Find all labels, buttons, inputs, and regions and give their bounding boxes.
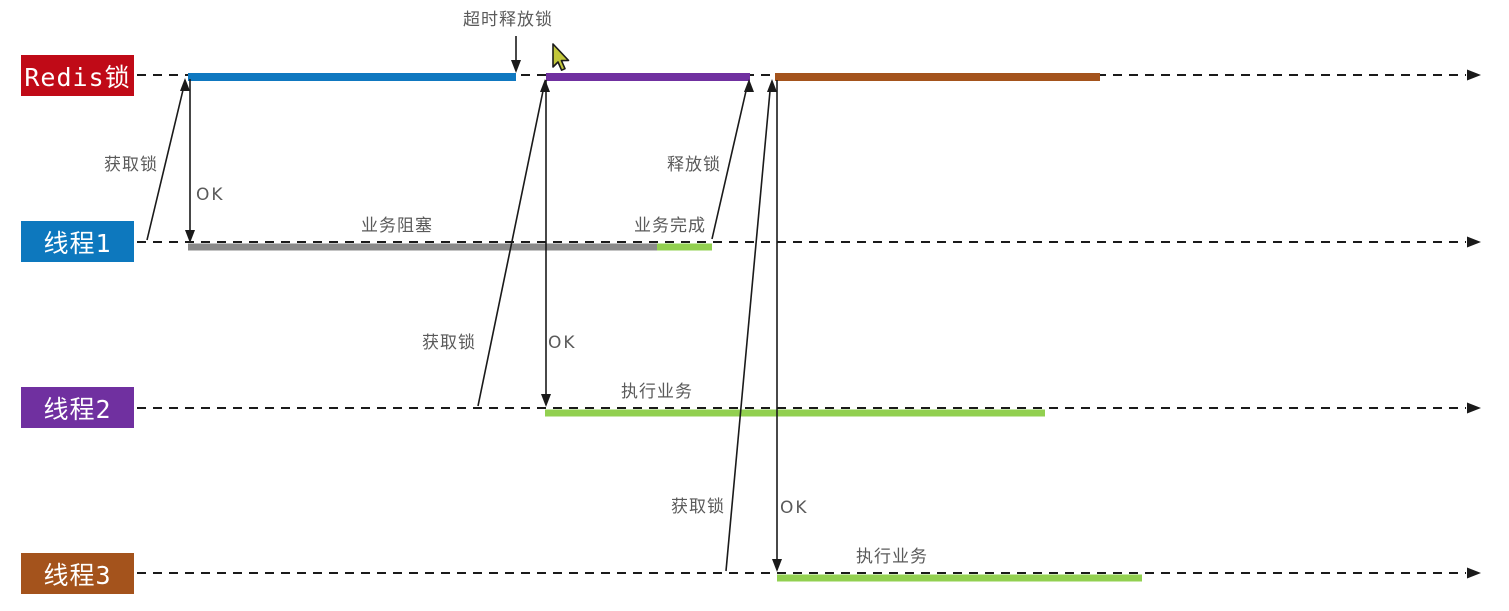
- thread3-acquire-arrow-line: [725, 90, 771, 572]
- lock-hold-bar-thread3: [775, 73, 1100, 81]
- lock-hold-bar-thread1: [188, 73, 516, 81]
- thread1-busy-done-label: 业务完成: [634, 216, 706, 236]
- thread1-busy-block-label: 业务阻塞: [361, 216, 433, 236]
- thread1-busy-done-bar: [657, 243, 712, 251]
- lane-label-thread2: 线程2: [21, 387, 134, 428]
- thread2-ok-label: OK: [548, 333, 577, 353]
- mouse-cursor-icon: [552, 43, 570, 71]
- lane-label-thread1: 线程1: [21, 221, 134, 262]
- thread1-busy-block-bar: [188, 243, 657, 251]
- thread2-ok-arrowhead: [541, 394, 551, 407]
- thread2-timeline-arrowhead: [1467, 402, 1481, 414]
- thread1-release-arrowhead: [744, 79, 754, 92]
- thread1-release-label: 释放锁: [667, 155, 721, 175]
- thread3-exec-bar: [777, 574, 1142, 582]
- thread2-acquire-arrow-line: [477, 90, 544, 407]
- thread1-ok-label: OK: [196, 185, 225, 205]
- thread2-acquire-label: 获取锁: [422, 333, 476, 353]
- thread3-timeline-arrowhead: [1467, 567, 1481, 579]
- thread3-acquire-label: 获取锁: [671, 497, 725, 517]
- timeout-release-arrowhead: [511, 60, 521, 73]
- thread2-acquire-arrowhead: [540, 79, 550, 92]
- thread3-ok-label: OK: [780, 498, 809, 518]
- thread3-exec-label: 执行业务: [856, 547, 928, 567]
- thread1-acquire-arrow-line: [146, 89, 184, 241]
- thread3-acquire-arrowhead: [767, 79, 777, 92]
- thread1-ok-arrowhead: [185, 230, 195, 243]
- thread1-timeline-arrowhead: [1467, 236, 1481, 248]
- lock-hold-bar-thread2: [546, 73, 750, 81]
- thread2-exec-bar: [545, 409, 1045, 417]
- thread1-acquire-label: 获取锁: [104, 155, 158, 175]
- redis-timeline-arrowhead: [1467, 69, 1481, 81]
- thread1-acquire-arrowhead: [180, 78, 190, 91]
- lane-label-thread3: 线程3: [21, 553, 134, 594]
- thread3-ok-arrowhead: [772, 559, 782, 572]
- timeout-release-label: 超时释放锁: [463, 10, 553, 30]
- thread2-exec-label: 执行业务: [621, 382, 693, 402]
- lane-label-redis-lock: Redis锁: [21, 55, 134, 96]
- thread1-release-arrow-line: [711, 90, 747, 240]
